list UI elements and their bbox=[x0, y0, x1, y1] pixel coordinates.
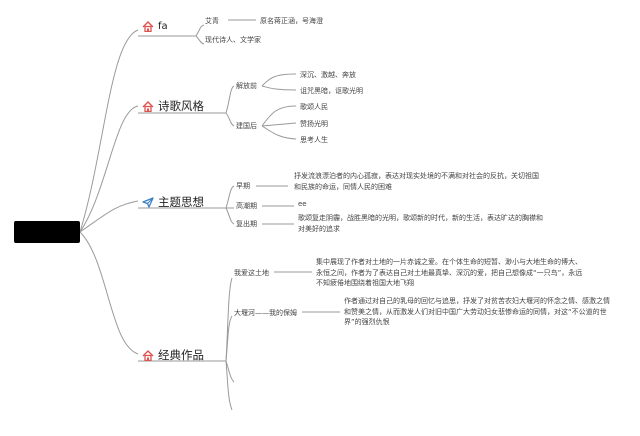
connector-fa-1 bbox=[195, 24, 205, 37]
root-node[interactable] bbox=[14, 221, 80, 243]
category-label: fa bbox=[158, 21, 168, 32]
branch-detail: 原名蒋正涵，号海澄 bbox=[260, 17, 323, 25]
connector-style-1 bbox=[225, 85, 235, 114]
category-label: 诗歌风格 bbox=[158, 99, 204, 113]
connector-style-1b bbox=[261, 85, 297, 91]
connector-style-2b bbox=[261, 122, 297, 127]
branch-label: 解放前 bbox=[236, 82, 257, 90]
connector-works-3 bbox=[225, 360, 235, 383]
house-icon bbox=[142, 349, 154, 361]
connector-root-fa bbox=[79, 29, 139, 233]
category-fa[interactable]: fa bbox=[142, 21, 168, 32]
connector-root-style bbox=[79, 105, 139, 233]
branch-label: 大堰河——我的保姆 bbox=[234, 309, 297, 317]
branch-detail: 集中展现了作者对土地的一片赤诚之爱。在个体生命的短暂、渺小与大地生命的博大、永恒… bbox=[316, 258, 583, 287]
branch-label: 早期 bbox=[236, 182, 250, 190]
house-icon bbox=[142, 21, 154, 32]
branch-label: 我爱这土地 bbox=[234, 269, 269, 277]
branch-item: 诅咒黑暗，讴歌光明 bbox=[300, 87, 363, 95]
branch-item: 深沉、激越、奔放 bbox=[300, 71, 356, 79]
branch-item: 思考人生 bbox=[300, 136, 328, 144]
branch-label: 复出期 bbox=[236, 220, 257, 228]
send-icon bbox=[142, 196, 154, 208]
category-theme[interactable]: 主题思想 bbox=[142, 194, 204, 210]
connector-style-2a bbox=[261, 105, 297, 127]
branch-detail: 歌颂复走阴霾，战胜黑暗的光明，歌颂新的时代，新的生活，表达旷达的胸襟和对美好的追… bbox=[298, 214, 543, 233]
category-label: 主题思想 bbox=[158, 195, 204, 209]
category-label: 经典作品 bbox=[158, 348, 204, 362]
branch-item: 赞扬光明 bbox=[300, 120, 328, 128]
branch-label: 现代诗人、文学家 bbox=[205, 36, 261, 44]
connector-works-4 bbox=[225, 360, 233, 411]
connector-fa-2 bbox=[195, 35, 205, 45]
connector-style-2 bbox=[225, 112, 235, 127]
house-icon bbox=[142, 100, 154, 112]
connector-theme-3 bbox=[225, 207, 235, 225]
category-works[interactable]: 经典作品 bbox=[142, 347, 204, 363]
branch-item: 歌颂人民 bbox=[300, 103, 328, 111]
branch-detail: 作者通过对自己的乳母的回忆与追思，抒发了对贫苦农妇大堰河的怀念之情、感激之情和赞… bbox=[344, 297, 610, 326]
connector-root-theme bbox=[79, 200, 139, 233]
connector-works-2 bbox=[225, 315, 233, 362]
connector-theme-1 bbox=[225, 185, 235, 209]
connector-root-works bbox=[79, 231, 139, 355]
branch-label: 艾青 bbox=[205, 17, 219, 25]
branch-detail: 抒发流浪漂泊者的内心孤寂，表达对现实处境的不满和对社会的反抗，关切祖国和民族的命… bbox=[294, 172, 539, 191]
category-style[interactable]: 诗歌风格 bbox=[142, 98, 204, 114]
connector-style-1a bbox=[261, 73, 297, 87]
connector-style-2c bbox=[261, 125, 297, 140]
branch-label: 建国后 bbox=[236, 122, 257, 130]
branch-label: 高潮期 bbox=[236, 202, 257, 210]
branch-detail: ee bbox=[298, 200, 307, 208]
